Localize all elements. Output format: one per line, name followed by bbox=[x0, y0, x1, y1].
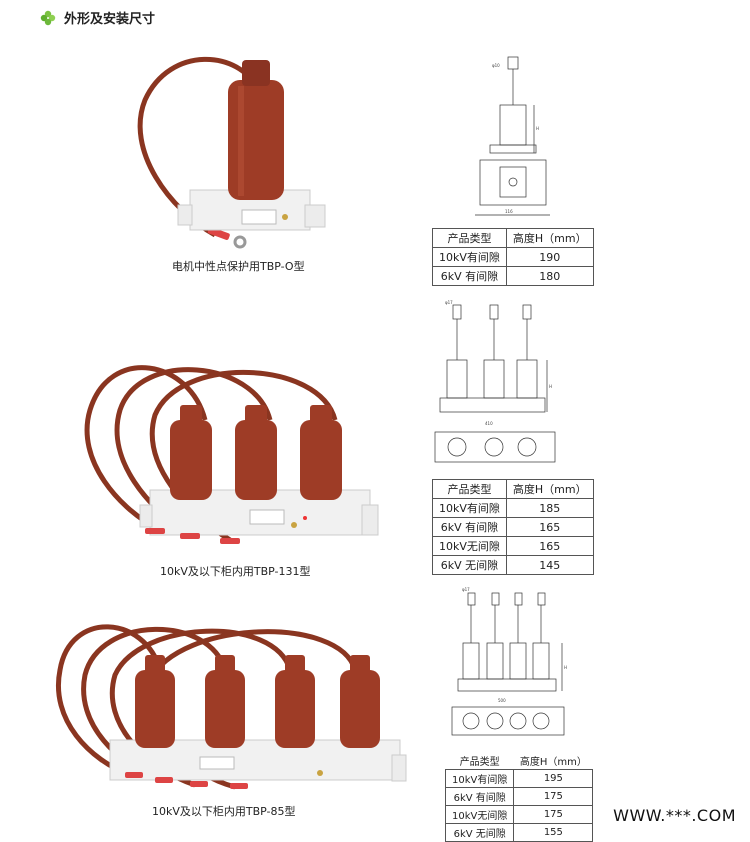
table-cell: 6kV 有间隙 bbox=[444, 787, 515, 806]
clover-icon bbox=[40, 10, 56, 25]
column-header: 高度H（mm） bbox=[505, 228, 594, 248]
spec-table-tbp-o: 产品类型 高度H（mm） 10kV有间隙 190 6kV 有间隙 180 bbox=[432, 228, 594, 286]
table-header-row: 产品类型 高度H（mm） bbox=[432, 479, 594, 499]
product-photo-tbp-o bbox=[137, 56, 326, 249]
table-cell: 10kV有间隙 bbox=[444, 769, 515, 788]
product-caption: 电机中性点保护用TBP-O型 bbox=[172, 260, 305, 273]
table-header-row: 产品类型 高度H（mm） bbox=[446, 752, 593, 770]
column-header: 高度H（mm） bbox=[505, 479, 594, 499]
svg-text:H: H bbox=[564, 665, 567, 670]
svg-text:φ10: φ10 bbox=[492, 63, 500, 68]
table-cell: 185 bbox=[505, 498, 594, 518]
table-cell: 155 bbox=[513, 823, 594, 842]
dimension-drawing-tbp-131: φ17 H 410 bbox=[434, 300, 556, 463]
table-header-row: 产品类型 高度H（mm） bbox=[432, 228, 594, 248]
table-cell: 10kV有间隙 bbox=[432, 498, 507, 518]
table-cell: 6kV 无间隙 bbox=[444, 823, 515, 842]
table-cell: 6kV 有间隙 bbox=[432, 266, 507, 286]
table-row: 6kV 有间隙 180 bbox=[432, 266, 594, 286]
dimension-drawing-tbp-o: φ10 H 116 bbox=[475, 56, 550, 216]
table-cell: 165 bbox=[505, 517, 594, 537]
table-cell: 190 bbox=[505, 247, 594, 267]
section-title: 外形及安装尺寸 bbox=[64, 12, 156, 27]
table-cell: 10kV无间隙 bbox=[432, 536, 507, 556]
product-photo-tbp-131 bbox=[84, 365, 379, 544]
table-cell: 180 bbox=[505, 266, 594, 286]
watermark-text: WWW.***.COM bbox=[613, 806, 736, 825]
column-header: 产品类型 bbox=[459, 757, 500, 768]
svg-text:H: H bbox=[536, 126, 539, 131]
table-cell: 6kV 有间隙 bbox=[432, 517, 507, 537]
product-caption: 10kV及以下柜内用TBP-85型 bbox=[152, 805, 296, 818]
svg-text:H: H bbox=[549, 384, 552, 389]
section-header: 外形及安装尺寸 bbox=[40, 8, 155, 27]
dimension-drawing-tbp-85: φ17 H 500 bbox=[451, 587, 567, 736]
svg-text:500: 500 bbox=[498, 698, 506, 703]
product-caption: 10kV及以下柜内用TBP-131型 bbox=[160, 565, 311, 578]
product-photo-tbp-85 bbox=[56, 624, 407, 790]
svg-text:φ17: φ17 bbox=[462, 587, 470, 592]
svg-text:φ17: φ17 bbox=[445, 300, 453, 305]
table-cell: 195 bbox=[513, 769, 594, 788]
svg-text:410: 410 bbox=[485, 421, 493, 426]
column-header: 产品类型 bbox=[432, 479, 507, 499]
table-cell: 165 bbox=[505, 536, 594, 556]
column-header: 产品类型 bbox=[432, 228, 507, 248]
table-cell: 10kV有间隙 bbox=[432, 247, 507, 267]
svg-text:116: 116 bbox=[505, 209, 513, 214]
table-cell: 10kV无间隙 bbox=[444, 805, 515, 824]
table-cell: 175 bbox=[513, 805, 594, 824]
table-cell: 175 bbox=[513, 787, 594, 806]
column-header: 高度H（mm） bbox=[519, 757, 587, 768]
table-row: 10kV有间隙 190 bbox=[432, 247, 594, 267]
table-cell: 145 bbox=[505, 555, 594, 575]
table-cell: 6kV 无间隙 bbox=[432, 555, 507, 575]
